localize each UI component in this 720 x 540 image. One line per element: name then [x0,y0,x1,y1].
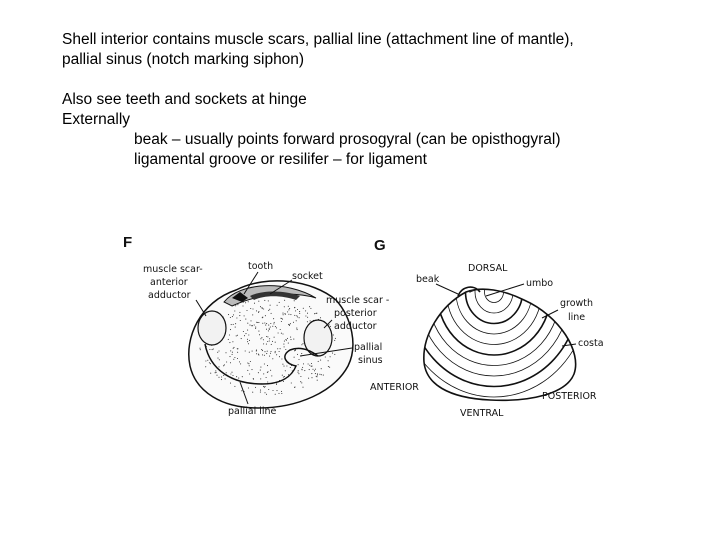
leader-pallial-sinus [299,347,353,357]
label-dorsal: DORSAL [468,263,508,274]
tooth-shape [232,292,248,302]
figure-f: F muscle scar- anterior adductor tooth s… [123,234,389,417]
label-umbo: umbo [526,278,553,289]
label-costa: costa [578,338,604,349]
text-line-5: beak – usually points forward prosogyral… [134,131,561,148]
label-pallial-line: pallial line [228,406,277,417]
leader-tooth [243,271,259,295]
anterior-adductor-scar [197,310,227,346]
label-socket: socket [292,271,323,282]
label-muscle-scar-posterior-2: posterior [334,308,377,319]
leader-umbo [485,283,525,297]
text-line-4: Externally [62,111,131,128]
label-muscle-scar-anterior-1: muscle scar- [143,264,203,275]
leader-socket [269,279,293,295]
label-muscle-scar-posterior-3: adductor [334,321,377,332]
label-muscle-scar-anterior-2: anterior [150,277,188,288]
socket-shape [250,291,300,300]
text-line-1: Shell interior contains muscle scars, pa… [62,31,574,48]
label-ventral: VENTRAL [460,408,504,419]
leader-anterior-scar [195,299,207,317]
beak-shape [457,286,481,297]
figure-g: G DORSAL beak umbo growth line costa ANT… [370,237,604,419]
leader-pallial-line [239,381,249,405]
label-anterior: ANTERIOR [370,382,419,393]
label-beak: beak [416,274,440,285]
leader-costa [561,343,577,347]
leader-growth-line [541,309,559,319]
text-line-3: Also see teeth and sockets at hinge [62,91,307,108]
leader-posterior-scar [323,319,333,329]
label-pallial-sinus-2: sinus [358,355,383,366]
panel-letter-g: G [374,237,386,254]
label-tooth: tooth [248,261,273,272]
label-growth-line-2: line [568,312,585,323]
panel-letter-f: F [123,234,132,251]
label-muscle-scar-posterior-1: muscle scar - [326,295,389,306]
label-muscle-scar-anterior-3: adductor [148,290,191,301]
pallial-line-path [204,343,319,385]
label-posterior: POSTERIOR [542,391,597,402]
label-pallial-sinus-1: pallial [354,342,382,353]
intro-text: Shell interior contains muscle scars, pa… [62,30,574,170]
label-growth-line-1: growth [560,298,593,309]
text-line-6: ligamental groove or resilifer – for lig… [134,151,427,168]
text-line-2: pallial sinus (notch marking siphon) [62,51,305,68]
leader-beak [435,283,459,295]
